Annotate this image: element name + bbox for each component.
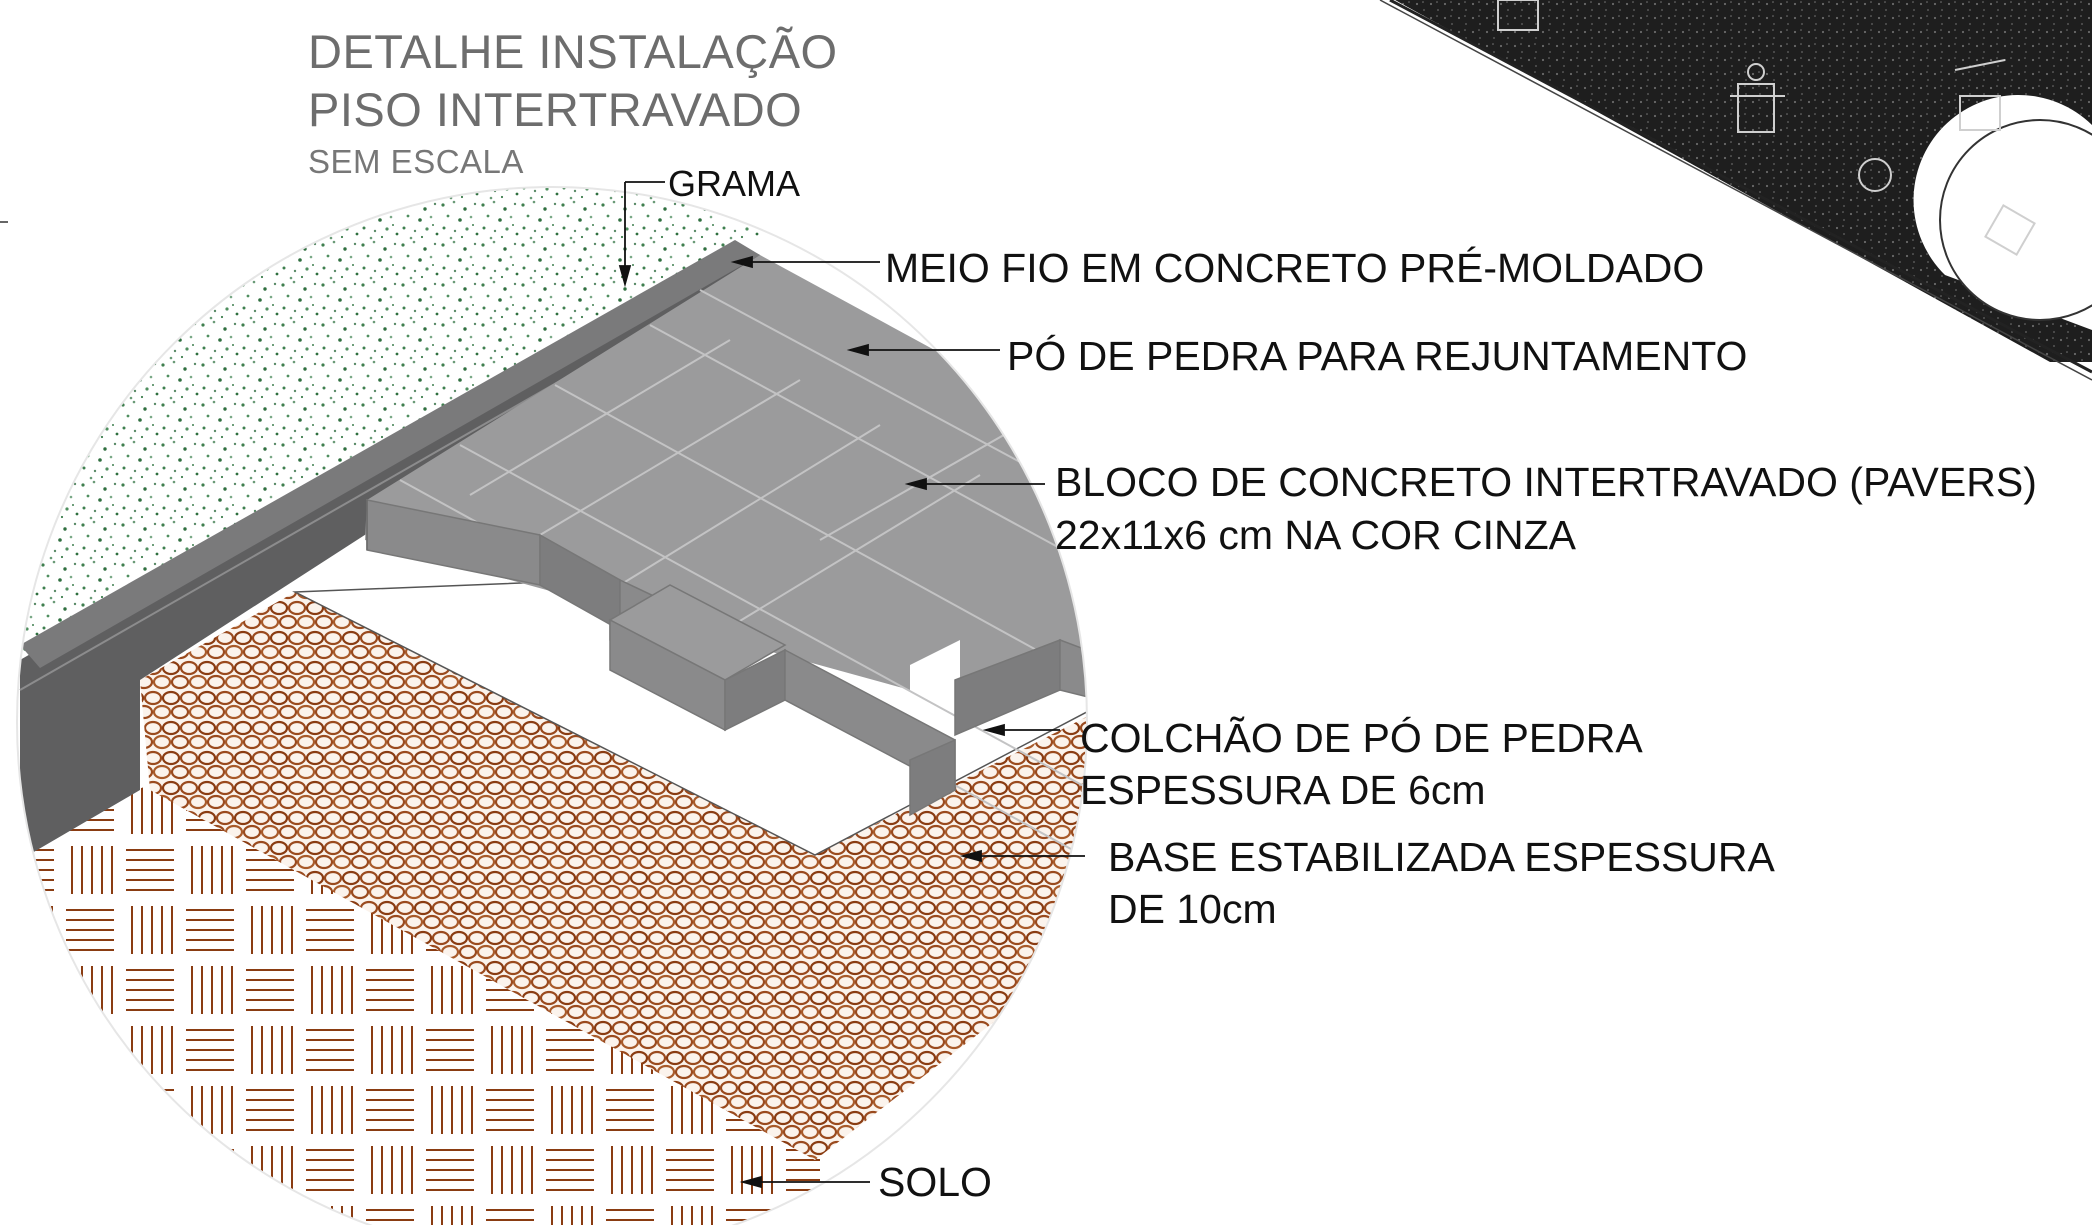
- label-meio-fio: MEIO FIO EM CONCRETO PRÉ-MOLDADO: [885, 245, 1705, 291]
- label-base-estabilizada: BASE ESTABILIZADA ESPESSURA: [1108, 834, 1775, 880]
- label-colchao-espessura: ESPESSURA DE 6cm: [1080, 767, 1486, 813]
- detail-circle: [17, 187, 1087, 1230]
- drawing-title-line-1: DETALHE INSTALAÇÃO: [308, 25, 838, 78]
- detail-circle-outline: [16, 186, 1088, 1230]
- label-bloco-dimensoes: 22x11x6 cm NA COR CINZA: [1055, 512, 1576, 558]
- label-colchao: COLCHÃO DE PÓ DE PEDRA: [1080, 715, 1643, 761]
- site-plan-fragment: [1379, 0, 2092, 381]
- base-layer: [140, 592, 1087, 1160]
- scale-note: SEM ESCALA: [308, 143, 524, 180]
- label-po-de-pedra: PÓ DE PEDRA PARA REJUNTAMENTO: [1007, 333, 1748, 379]
- label-grama: GRAMA: [668, 163, 801, 204]
- leader-lines: [618, 181, 1085, 1189]
- label-bloco-concreto: BLOCO DE CONCRETO INTERTRAVADO (PAVERS): [1055, 459, 2037, 505]
- label-solo: SOLO: [878, 1159, 992, 1205]
- drawing-title-line-2: PISO INTERTRAVADO: [308, 83, 803, 136]
- paver-blocks: [366, 499, 1087, 817]
- grass-area: [17, 187, 1087, 660]
- label-base-espessura: DE 10cm: [1108, 886, 1277, 932]
